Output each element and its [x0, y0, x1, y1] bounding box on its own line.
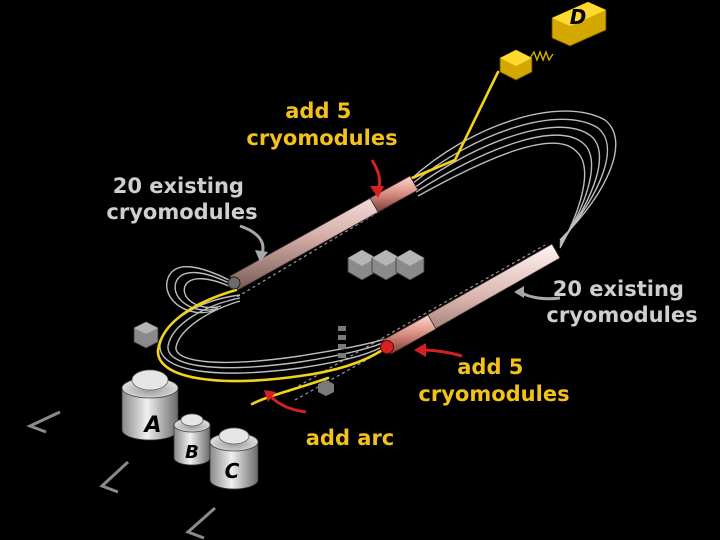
add-arc-label: add arc — [306, 426, 395, 450]
south-add-label: add 5 cryomodules — [418, 355, 569, 406]
hall-b-label: B — [185, 442, 199, 463]
hall-d-label: D — [570, 5, 587, 29]
recirculation-arcs — [160, 111, 616, 373]
north-add-label: add 5 cryomodules — [246, 99, 397, 150]
hall-c-label: C — [225, 459, 240, 483]
north-existing-label: 20 existing cryomodules — [106, 174, 257, 224]
south-existing-label: 20 existing cryomodules — [546, 277, 697, 327]
hall-d-connector — [530, 52, 553, 60]
hall-d-building — [500, 2, 606, 80]
hall-a-label: A — [142, 413, 161, 438]
